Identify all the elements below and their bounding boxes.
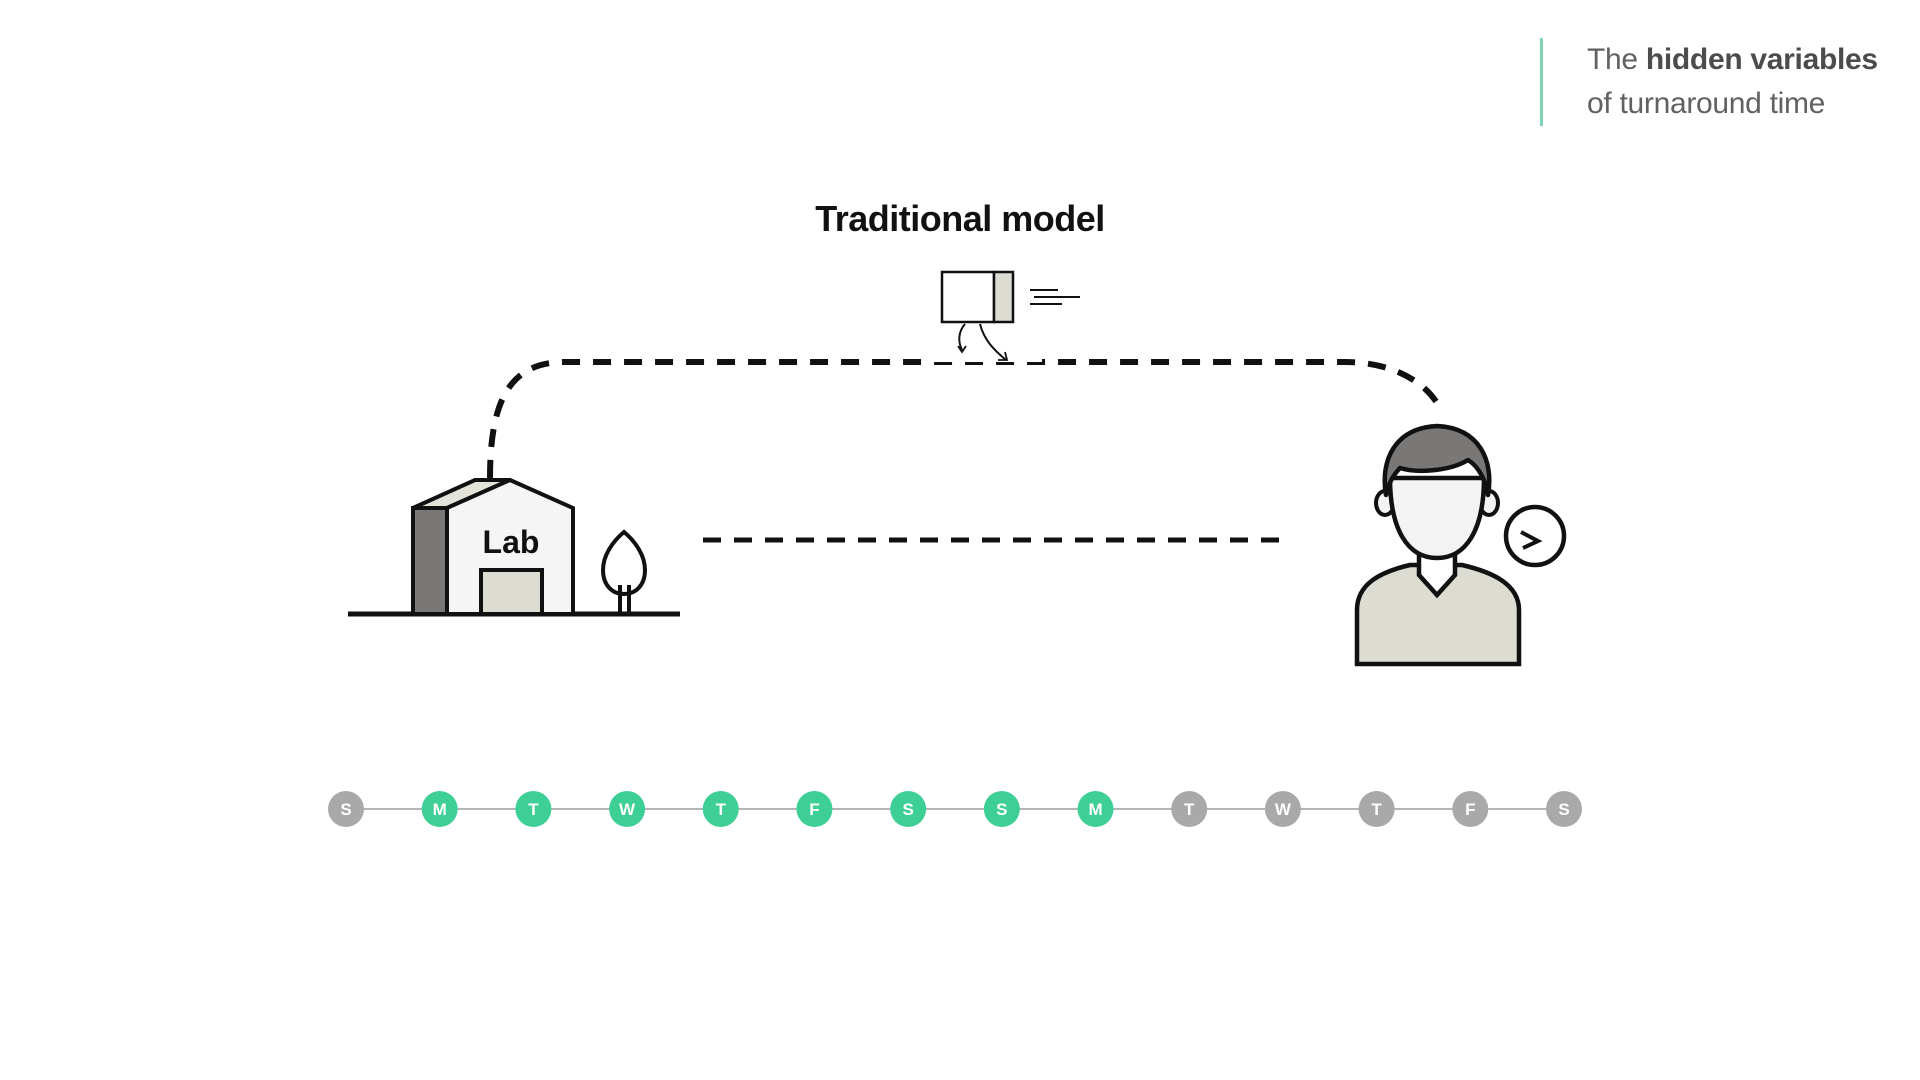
shipping-route-line	[487, 359, 1443, 479]
day-marker-1: M	[421, 791, 458, 827]
day-marker-label: F	[809, 800, 819, 819]
day-marker-label: W	[619, 800, 636, 819]
section-title: The hidden variables of turnaround time	[1540, 38, 1878, 126]
day-marker-5: F	[796, 791, 833, 827]
day-marker-circle	[1264, 791, 1301, 827]
shipping-box-icon	[930, 270, 1080, 362]
tree-icon	[600, 529, 648, 614]
section-title-prefix: The	[1587, 43, 1646, 76]
day-marker-4: T	[702, 791, 739, 827]
day-marker-label: S	[996, 800, 1007, 819]
day-marker-label: W	[1275, 800, 1292, 819]
section-title-line2: of turnaround time	[1587, 87, 1826, 120]
day-marker-circle	[1077, 791, 1114, 827]
section-title-bold: hidden variables	[1645, 43, 1878, 76]
day-marker-circle	[1358, 791, 1395, 827]
day-marker-circle	[421, 791, 458, 827]
day-marker-label: S	[1558, 800, 1569, 819]
day-marker-circle	[1546, 791, 1582, 827]
day-marker-label: T	[1184, 800, 1195, 819]
diagram-title: Traditional model	[815, 198, 1105, 239]
day-marker-label: S	[902, 800, 913, 819]
day-marker-12: F	[1452, 791, 1489, 827]
lab-label: Lab	[483, 524, 540, 560]
day-marker-9: T	[1171, 791, 1208, 827]
day-marker-label: M	[1088, 800, 1102, 819]
lab-building-icon: Lab	[411, 477, 575, 616]
day-marker-label: S	[340, 800, 351, 819]
day-marker-7: S	[983, 791, 1020, 827]
day-marker-circle	[702, 791, 739, 827]
day-marker-circle	[983, 791, 1020, 827]
day-marker-2: T	[515, 791, 552, 827]
day-marker-circle	[609, 791, 646, 827]
day-marker-label: T	[528, 800, 539, 819]
day-marker-circle	[515, 791, 552, 827]
person-icon	[1354, 423, 1522, 667]
day-marker-13: S	[1546, 791, 1582, 827]
day-marker-circle	[328, 791, 364, 827]
clock-icon	[1503, 504, 1567, 568]
section-title-line1: The hidden variables	[1587, 38, 1878, 82]
day-marker-label: M	[433, 800, 447, 819]
day-marker-8: M	[1077, 791, 1114, 827]
day-marker-6: S	[890, 791, 927, 827]
day-marker-10: W	[1264, 791, 1301, 827]
day-marker-circle	[796, 791, 833, 827]
day-marker-label: T	[1371, 800, 1382, 819]
day-marker-circle	[1171, 791, 1208, 827]
day-marker-circle	[1452, 791, 1489, 827]
day-marker-0: S	[328, 791, 364, 827]
day-marker-11: T	[1358, 791, 1395, 827]
day-marker-circle	[890, 791, 927, 827]
day-marker-3: W	[609, 791, 646, 827]
day-marker-label: F	[1465, 800, 1475, 819]
day-marker-label: T	[716, 800, 727, 819]
